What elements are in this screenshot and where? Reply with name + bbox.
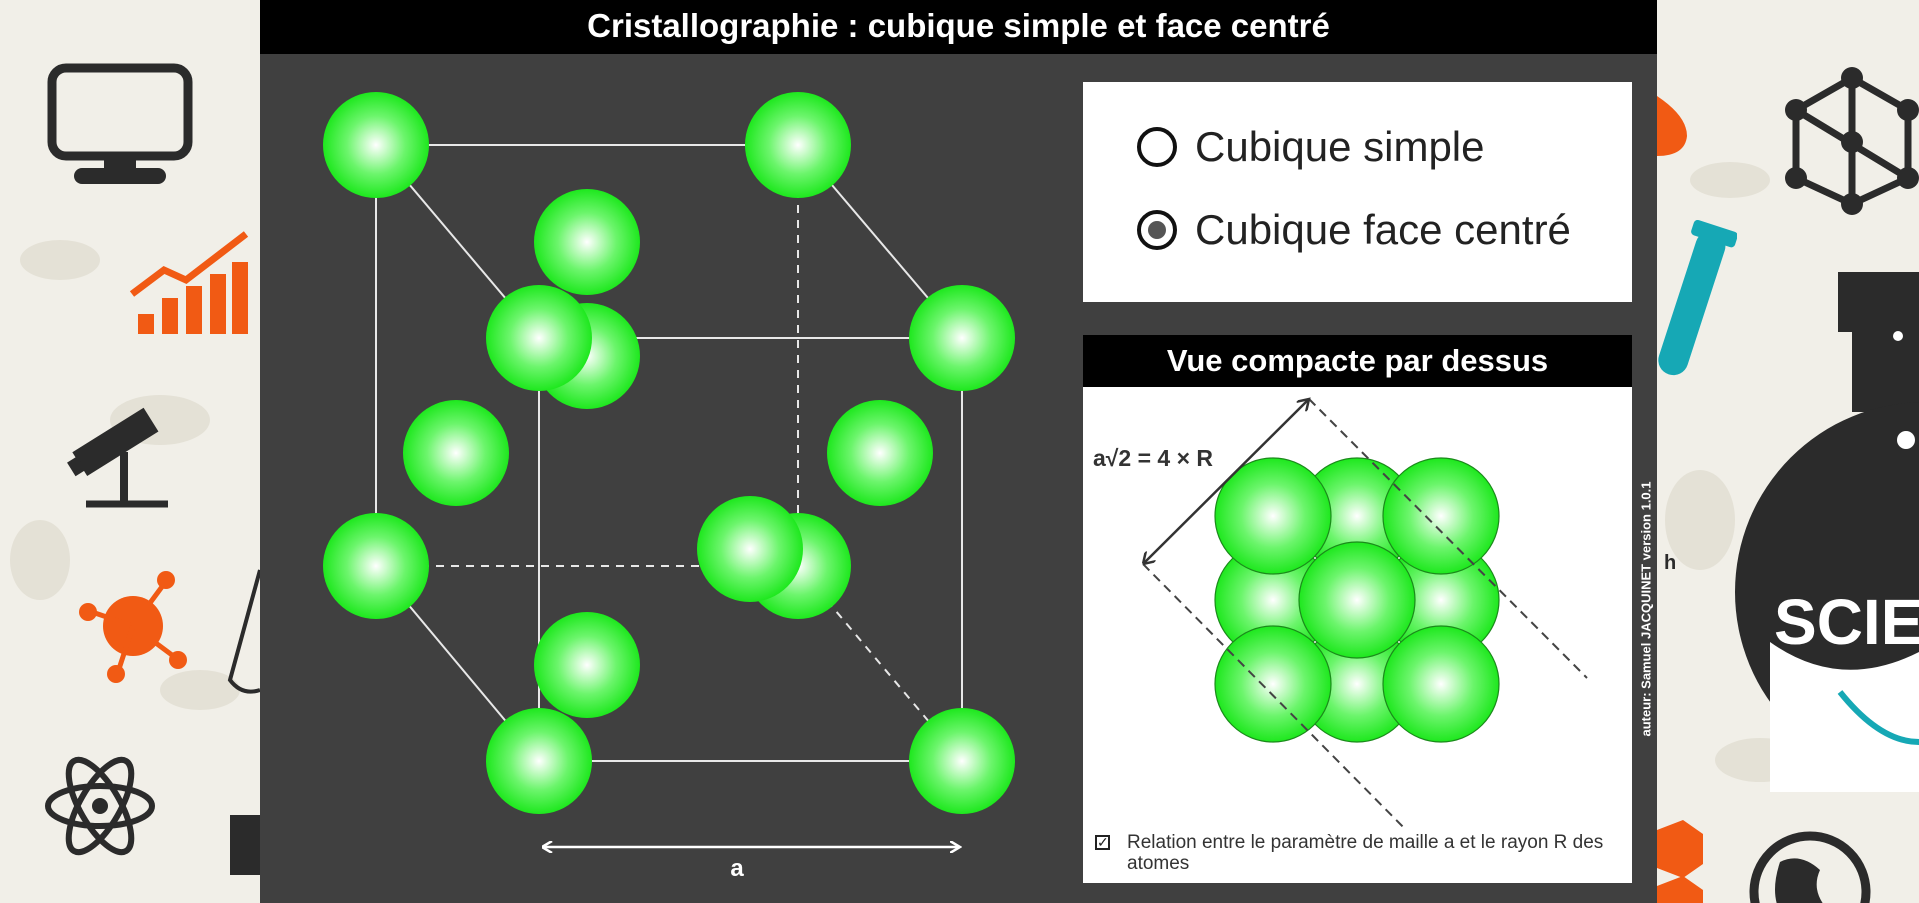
atom	[323, 513, 429, 619]
monitor-icon	[47, 63, 193, 184]
dimension-label: a	[730, 855, 744, 882]
atom	[534, 612, 640, 718]
version-credit: auteur: Samuel JACQUINET version 1.0.1	[1638, 335, 1654, 883]
diagonal-arrow	[1143, 399, 1309, 564]
diagonal-guides	[1142, 398, 1588, 827]
orange-shape-icon	[1657, 96, 1687, 156]
molecule-icon	[1785, 67, 1919, 215]
top-view-atoms	[1214, 457, 1500, 743]
crystal-unit-cell: a	[323, 92, 1015, 882]
radio-cubique-simple[interactable]: Cubique simple	[1137, 123, 1485, 171]
atom	[534, 189, 640, 295]
atom	[1382, 625, 1500, 743]
atom	[1298, 541, 1416, 659]
atom	[909, 708, 1015, 814]
atom	[486, 285, 592, 391]
atom-icon	[45, 756, 155, 856]
telescope-icon	[67, 407, 168, 508]
atom	[697, 496, 803, 602]
app-title: Cristallographie : cubique simple et fac…	[260, 0, 1657, 54]
atom	[1382, 457, 1500, 575]
atom	[486, 708, 592, 814]
atom	[1214, 625, 1332, 743]
app-window: Cristallographie : cubique simple et fac…	[260, 0, 1657, 903]
atom	[909, 285, 1015, 391]
relation-option[interactable]: ✓ Relation entre le paramètre de maille …	[1095, 832, 1625, 874]
radio-circle-selected[interactable]	[1137, 210, 1177, 250]
atom	[403, 400, 509, 506]
structure-options-panel: Cubique simple Cubique face centré	[1083, 82, 1632, 302]
flask-icon	[1735, 272, 1919, 792]
test-tube-icon	[1658, 220, 1737, 376]
hexagon-orange-icon	[1657, 820, 1703, 903]
top-view-panel: Vue compacte par dessus	[1083, 335, 1632, 883]
radio-circle[interactable]	[1137, 127, 1177, 167]
formula-label: a√2 = 4 × R	[1093, 445, 1213, 471]
relation-label: Relation entre le paramètre de maille a …	[1127, 832, 1604, 874]
radio-dot	[1148, 221, 1166, 239]
globe-icon	[1749, 831, 1871, 903]
top-view-title: Vue compacte par dessus	[1083, 335, 1632, 387]
fragment-letter: h	[1664, 552, 1677, 574]
compact-top-view: a√2 = 4 × R	[1093, 387, 1588, 827]
version-text: auteur: Samuel JACQUINET version 1.0.1	[1638, 481, 1654, 737]
relation-checkbox[interactable]: ✓	[1095, 834, 1110, 850]
radio-label: Cubique simple	[1195, 123, 1485, 170]
hexagon-fragment	[230, 815, 260, 875]
cone-fragment-icon	[227, 569, 262, 694]
radio-cubique-face-centre[interactable]: Cubique face centré	[1137, 206, 1571, 254]
radio-label: Cubique face centré	[1195, 206, 1571, 253]
atom	[827, 400, 933, 506]
virus-icon	[79, 571, 187, 683]
atom	[745, 92, 851, 198]
atoms	[323, 92, 1015, 814]
science-text: SCIE	[1774, 586, 1919, 658]
chart-growth-icon	[129, 231, 249, 334]
atom	[323, 92, 429, 198]
